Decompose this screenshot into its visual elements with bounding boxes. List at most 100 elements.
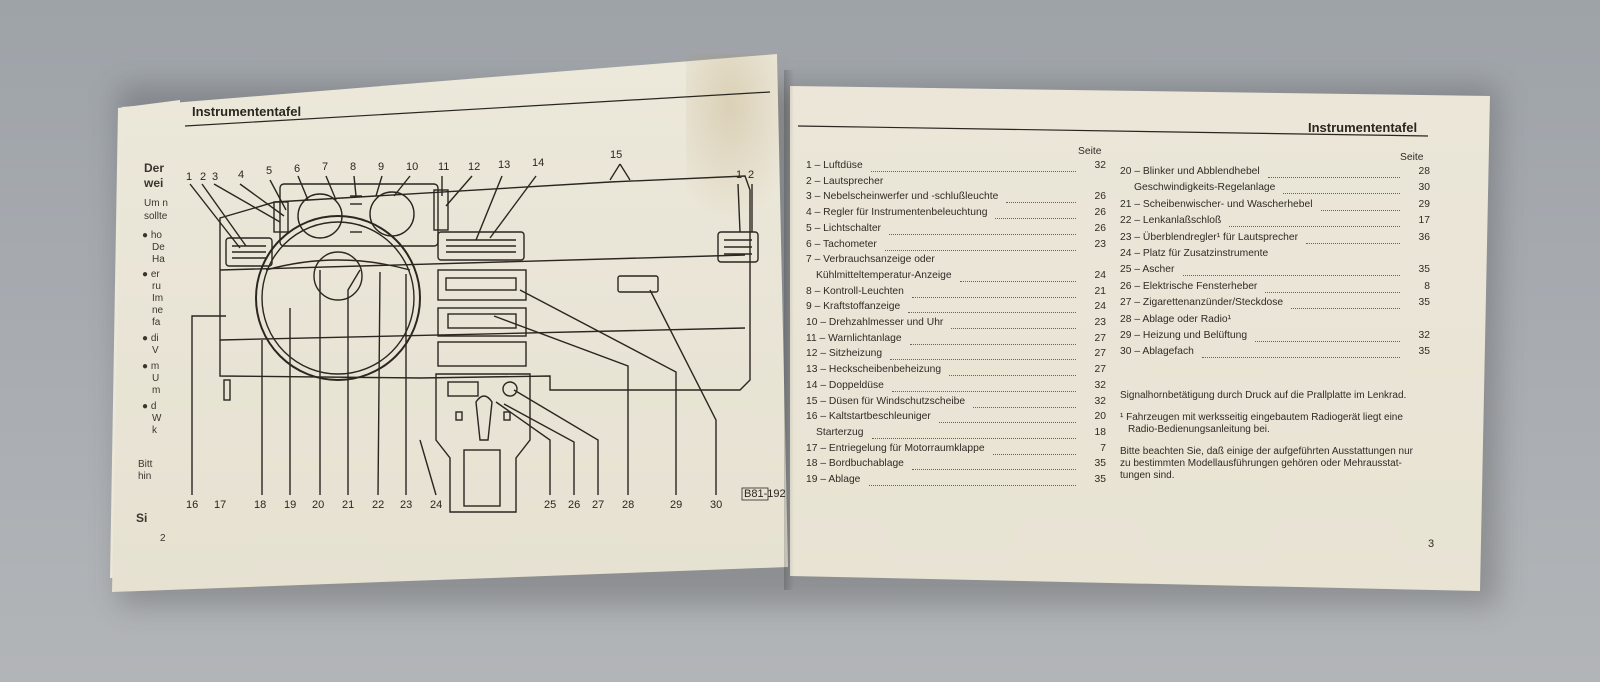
leader-dots — [1283, 192, 1400, 195]
frag-line: m — [152, 385, 161, 396]
right-page — [790, 86, 1490, 591]
entry-label: 17 – Entriegelung für Motorraumklappe — [806, 442, 985, 454]
entry-label: 16 – Kaltstartbeschleuniger — [806, 411, 931, 423]
frag-line: Im — [152, 293, 164, 304]
callout-number-bottom: 30 — [710, 499, 722, 511]
entry-label: 24 – Platz für Zusatzinstrumente — [1120, 248, 1269, 259]
callout-number-bottom: 24 — [430, 499, 442, 511]
callout-number-bottom: 19 — [284, 499, 296, 511]
callout-number-bottom: 29 — [670, 499, 682, 511]
entry-page: 18 — [1094, 426, 1106, 438]
callout-number-top: 2 — [748, 169, 754, 181]
leader-dots — [908, 311, 1076, 314]
steering-wheel — [255, 215, 421, 381]
entry-page: 23 — [1094, 238, 1106, 250]
heater-controls — [437, 269, 527, 301]
entry-label: 19 – Ablage — [806, 474, 861, 485]
entry-page: 20 — [1094, 411, 1106, 423]
leader-dots — [949, 374, 1076, 377]
entry-page: 32 — [1418, 330, 1430, 341]
leader-dots — [1265, 291, 1400, 293]
callout-number-bottom: 22 — [372, 499, 384, 511]
frag-line: ● er — [142, 269, 160, 280]
entry-page: 8 — [1424, 280, 1430, 292]
left-page-number: 2 — [160, 533, 166, 544]
entry-page: 26 — [1094, 222, 1106, 234]
entry-page: 24 — [1094, 301, 1106, 313]
entry-label: 21 – Scheibenwischer- und Wascherhebel — [1120, 198, 1313, 210]
callout-number-top: 10 — [406, 161, 418, 173]
horn-note: Signalhornbetätigung durch Druck auf die… — [1120, 390, 1407, 401]
frag-line: sollte — [144, 211, 168, 222]
footnote-line-1: ¹ Fahrzeugen mit werksseitig eingebautem… — [1120, 412, 1403, 423]
frag-line: ru — [152, 281, 161, 292]
frag-line: hin — [138, 471, 152, 482]
center-air-vent — [437, 231, 525, 261]
entry-label: 9 – Kraftstoffanzeige — [806, 301, 901, 313]
entry-label: 26 – Elektrische Fensterheber — [1120, 280, 1258, 292]
leader-dots — [891, 390, 1076, 392]
right-air-vent — [717, 231, 759, 263]
entry-page: 24 — [1094, 269, 1106, 281]
left-air-vent — [225, 237, 273, 267]
entry-label: 18 – Bordbuchablage — [806, 458, 904, 470]
callout-number-bottom: 23 — [400, 499, 412, 511]
center-console — [435, 373, 531, 513]
entry-label: 2 – Lautsprecher — [806, 175, 884, 187]
callout-number-bottom: 20 — [312, 499, 324, 511]
entry-label: 22 – Lenkanlaßschloß — [1120, 215, 1222, 227]
callout-number-top: 11 — [438, 161, 449, 173]
callout-number-top: 6 — [294, 163, 300, 175]
leader-dots — [951, 327, 1076, 329]
entry-page: 27 — [1094, 364, 1106, 376]
callout-number-top: 15 — [610, 149, 622, 161]
leader-dots — [1268, 176, 1400, 178]
callout-number-bottom: 28 — [622, 499, 634, 511]
entry-label: Starterzug — [816, 426, 864, 438]
entry-label: 23 – Überblendregler¹ für Lautsprecher — [1120, 231, 1299, 243]
leader-dots — [890, 358, 1076, 361]
fog-light-switch — [617, 275, 659, 293]
equipment-note-1: Bitte beachten Sie, daß einige der aufge… — [1120, 446, 1413, 457]
frag-line: Bitt — [138, 459, 153, 470]
tachometer-dial — [369, 191, 415, 237]
callout-number-top: 13 — [498, 159, 510, 171]
frag-line: ● ho — [142, 230, 162, 241]
frag-heading-1: Der — [144, 161, 165, 175]
entry-page: 27 — [1094, 348, 1106, 360]
right-page-number: 3 — [1428, 538, 1435, 550]
entry-label: 8 – Kontroll-Leuchten — [806, 285, 904, 297]
leader-dots — [868, 484, 1076, 486]
diagram-code: B81-192 — [744, 488, 786, 500]
leader-dots — [938, 421, 1076, 424]
leader-dots — [995, 217, 1076, 220]
entry-label: 29 – Heizung und Belüftung — [1120, 330, 1248, 341]
leader-dots — [1320, 209, 1400, 211]
entry-page: 35 — [1094, 474, 1106, 485]
callout-number-bottom: 21 — [342, 499, 354, 511]
callout-number-top: 8 — [350, 161, 356, 173]
leader-dots — [911, 468, 1076, 471]
entry-label: 6 – Tachometer — [806, 238, 877, 250]
entry-page: 35 — [1094, 458, 1106, 470]
leader-dots — [909, 343, 1076, 345]
leader-dots — [888, 233, 1076, 235]
leader-dots — [1229, 225, 1400, 228]
entry-label: 30 – Ablagefach — [1120, 346, 1194, 358]
leader-dots — [884, 249, 1076, 251]
entry-page: 35 — [1418, 346, 1430, 358]
left-page-title: Instrumententafel — [192, 104, 302, 119]
frag-line: Um n — [144, 198, 168, 209]
entry-page: 36 — [1418, 231, 1430, 243]
callout-number-top: 4 — [238, 169, 244, 181]
callout-number-top: 12 — [468, 161, 480, 173]
entry-label: Geschwindigkeits-Regelanlage — [1134, 182, 1276, 194]
frag-line: ● di — [142, 333, 159, 344]
frag-line: ne — [152, 305, 164, 316]
leader-dots — [1006, 201, 1076, 204]
entry-page: 26 — [1094, 191, 1106, 203]
entry-label: 20 – Blinker und Abblendhebel — [1120, 166, 1260, 177]
entry-label: Kühlmitteltemperatur-Anzeige — [816, 269, 952, 281]
leader-dots — [959, 280, 1076, 282]
